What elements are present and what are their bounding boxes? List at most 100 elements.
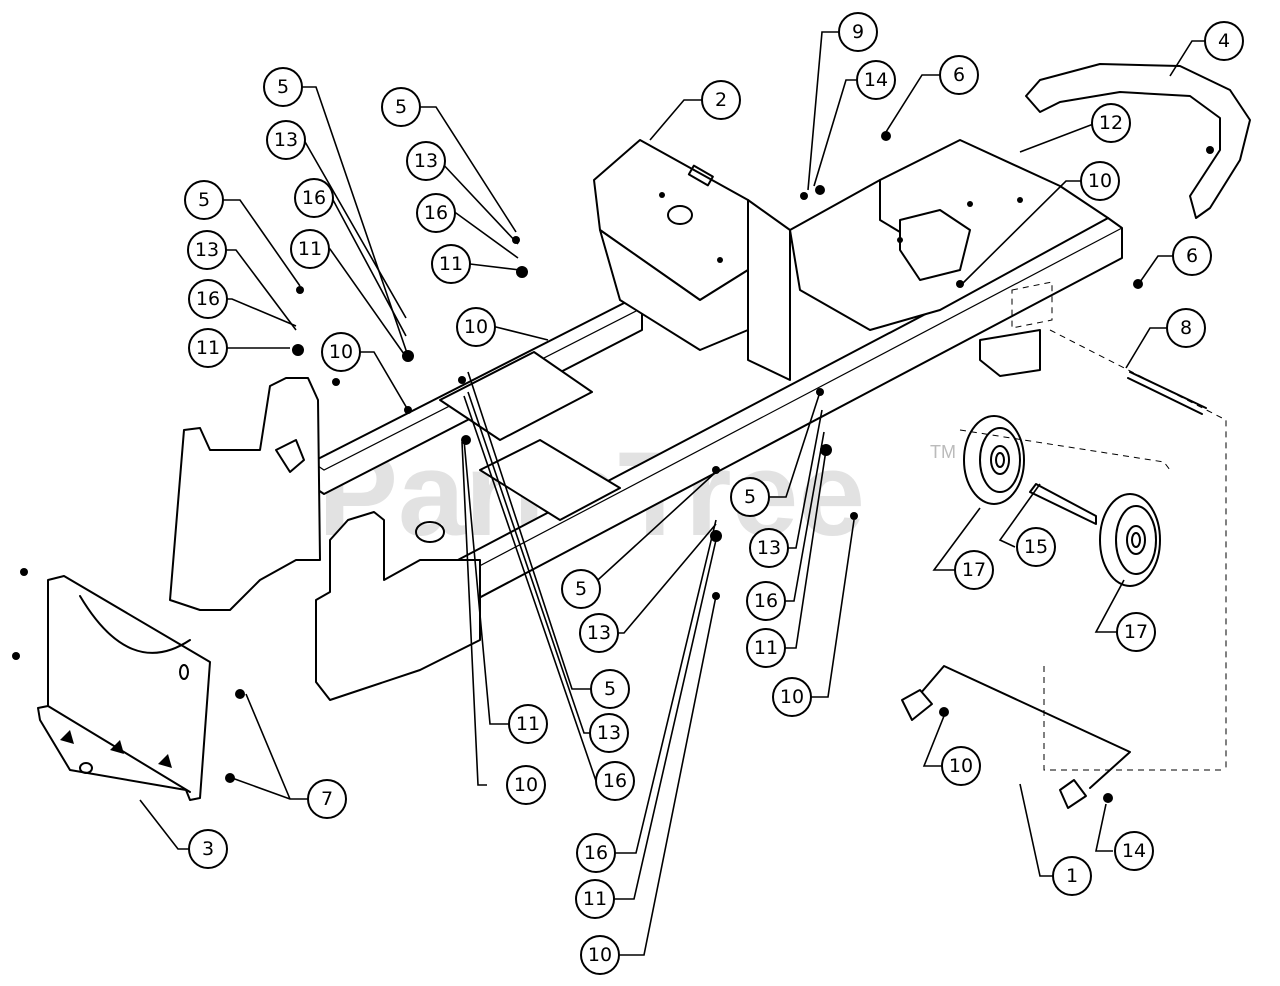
svg-text:13: 13 — [195, 239, 219, 261]
svg-text:11: 11 — [516, 713, 540, 735]
svg-text:13: 13 — [414, 150, 438, 172]
callout-11a: 11 — [188, 328, 228, 368]
svg-text:10: 10 — [949, 755, 973, 777]
callout-3: 3 — [188, 829, 228, 869]
svg-text:9: 9 — [852, 21, 864, 43]
svg-text:11: 11 — [583, 888, 607, 910]
svg-text:4: 4 — [1218, 30, 1230, 52]
callout-10b: 10 — [321, 332, 361, 372]
callout-10e: 10 — [772, 677, 812, 717]
main-frame — [311, 217, 1123, 701]
svg-text:5: 5 — [604, 678, 616, 700]
callout-11d: 11 — [508, 704, 548, 744]
callout-5c: 5 — [184, 180, 224, 220]
left-side-plate — [169, 377, 321, 611]
svg-text:17: 17 — [962, 559, 986, 581]
callout-16e: 16 — [576, 833, 616, 873]
svg-text:2: 2 — [715, 89, 727, 111]
axle-rod — [1049, 329, 1227, 770]
callout-11f: 11 — [575, 879, 615, 919]
callout-13a: 13 — [187, 230, 227, 270]
svg-text:1: 1 — [1066, 865, 1078, 887]
callout-13b: 13 — [266, 120, 306, 160]
svg-text:5: 5 — [277, 76, 289, 98]
svg-text:14: 14 — [1122, 840, 1146, 862]
svg-text:5: 5 — [395, 96, 407, 118]
svg-text:16: 16 — [424, 202, 448, 224]
pulley-assembly — [959, 415, 1171, 587]
linkage-rod — [901, 665, 1226, 809]
callout-10g: 10 — [580, 935, 620, 975]
svg-text:7: 7 — [321, 788, 333, 810]
callout-17b: 17 — [1116, 612, 1156, 652]
callout-5b: 5 — [381, 87, 421, 127]
svg-text:17: 17 — [1124, 621, 1148, 643]
svg-text:6: 6 — [1186, 245, 1198, 267]
svg-text:5: 5 — [744, 486, 756, 508]
callout-2: 2 — [701, 80, 741, 120]
callout-14b: 14 — [1114, 831, 1154, 871]
svg-text:5: 5 — [575, 578, 587, 600]
callout-11e: 11 — [746, 628, 786, 668]
svg-text:11: 11 — [754, 637, 778, 659]
svg-text:3: 3 — [202, 838, 214, 860]
callout-13e: 13 — [579, 613, 619, 653]
svg-text:10: 10 — [329, 341, 353, 363]
svg-text:14: 14 — [864, 69, 888, 91]
callout-11b: 11 — [290, 229, 330, 269]
svg-text:13: 13 — [587, 622, 611, 644]
svg-text:12: 12 — [1099, 112, 1123, 134]
callout-5d: 5 — [730, 477, 770, 517]
rear-frame-box — [789, 139, 1109, 377]
svg-text:16: 16 — [302, 187, 326, 209]
callout-13c: 13 — [406, 141, 446, 181]
callout-13d: 13 — [749, 528, 789, 568]
svg-text:16: 16 — [196, 288, 220, 310]
svg-text:8: 8 — [1180, 317, 1192, 339]
callout-10d: 10 — [506, 765, 546, 805]
callout-13f: 13 — [589, 713, 629, 753]
svg-text:13: 13 — [274, 129, 298, 151]
callout-11c: 11 — [431, 244, 471, 284]
watermark-trademark: TM — [930, 442, 956, 462]
callout-10f: 10 — [941, 746, 981, 786]
callout-1: 1 — [1052, 856, 1092, 896]
callout-9: 9 — [838, 12, 878, 52]
callout-6b: 6 — [1172, 236, 1212, 276]
svg-text:11: 11 — [298, 238, 322, 260]
svg-text:13: 13 — [757, 537, 781, 559]
rear-bumper — [1025, 63, 1251, 219]
callout-6a: 6 — [939, 55, 979, 95]
callout-16f: 16 — [595, 761, 635, 801]
callout-12: 12 — [1091, 103, 1131, 143]
callout-7: 7 — [307, 779, 347, 819]
callout-16d: 16 — [746, 581, 786, 621]
callout-16a: 16 — [188, 279, 228, 319]
callout-15: 15 — [1016, 527, 1056, 567]
svg-text:10: 10 — [514, 774, 538, 796]
svg-text:16: 16 — [603, 770, 627, 792]
svg-text:5: 5 — [198, 189, 210, 211]
callout-5f: 5 — [590, 669, 630, 709]
callout-5e: 5 — [561, 569, 601, 609]
svg-text:15: 15 — [1024, 536, 1048, 558]
callout-8: 8 — [1166, 308, 1206, 348]
callout-10a: 10 — [456, 307, 496, 347]
svg-text:10: 10 — [1088, 170, 1112, 192]
deflector-panel — [37, 575, 211, 801]
svg-text:16: 16 — [584, 842, 608, 864]
svg-text:16: 16 — [754, 590, 778, 612]
callout-16c: 16 — [416, 193, 456, 233]
callout-10c: 10 — [1080, 161, 1120, 201]
svg-text:6: 6 — [953, 64, 965, 86]
svg-text:10: 10 — [588, 944, 612, 966]
svg-text:11: 11 — [439, 253, 463, 275]
callout-4: 4 — [1204, 21, 1244, 61]
svg-text:10: 10 — [780, 686, 804, 708]
seat-pan — [593, 139, 791, 381]
hardware-fasteners — [12, 131, 1214, 803]
svg-text:11: 11 — [196, 337, 220, 359]
svg-text:13: 13 — [597, 722, 621, 744]
callout-16b: 16 — [294, 178, 334, 218]
